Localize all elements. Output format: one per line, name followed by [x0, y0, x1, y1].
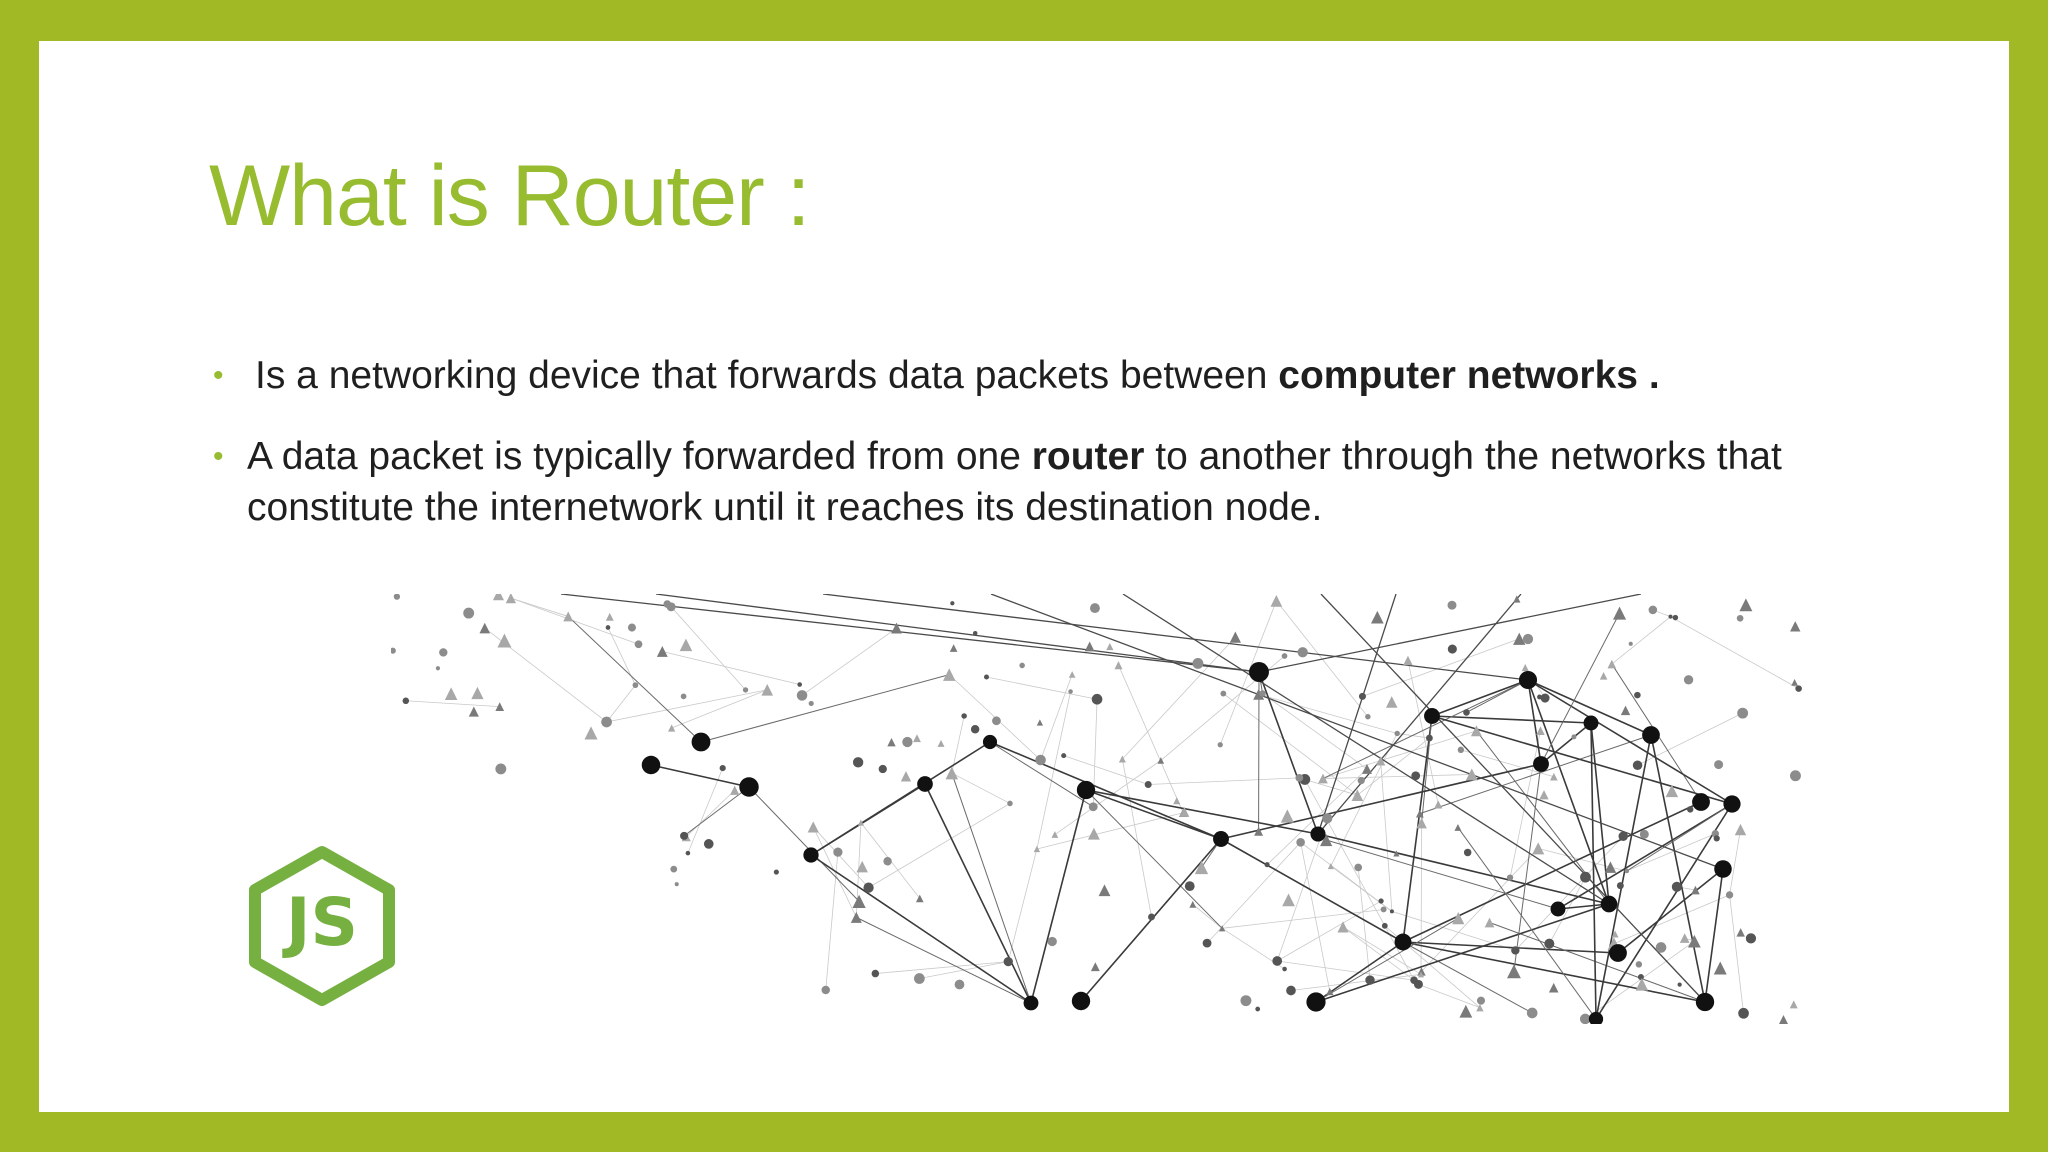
bullet-item-1: • Is a networking device that forwards d…: [209, 350, 1909, 401]
slide-canvas: What is Router : • Is a networking devic…: [39, 41, 2009, 1112]
network-graph-image: [391, 594, 1802, 1024]
bullet-dot-icon: •: [213, 359, 224, 392]
bullet-1-bold: computer networks .: [1278, 354, 1660, 397]
bullet-dot-icon: •: [213, 440, 224, 473]
bullet-list: • Is a networking device that forwards d…: [209, 350, 1909, 563]
bullet-item-2: • A data packet is typically forwarded f…: [209, 431, 1909, 533]
bullet-1-text: Is a networking device that forwards dat…: [255, 354, 1279, 397]
bullet-2-text: A data packet is typically forwarded fro…: [247, 435, 1032, 478]
logo-text: JS: [282, 884, 358, 961]
bullet-2-bold: router: [1031, 435, 1145, 478]
slide-title: What is Router :: [209, 148, 811, 244]
nodejs-hexagon-logo: JS: [249, 846, 395, 1006]
bullet-2-text-after: to another through the networks that con…: [247, 435, 1782, 529]
